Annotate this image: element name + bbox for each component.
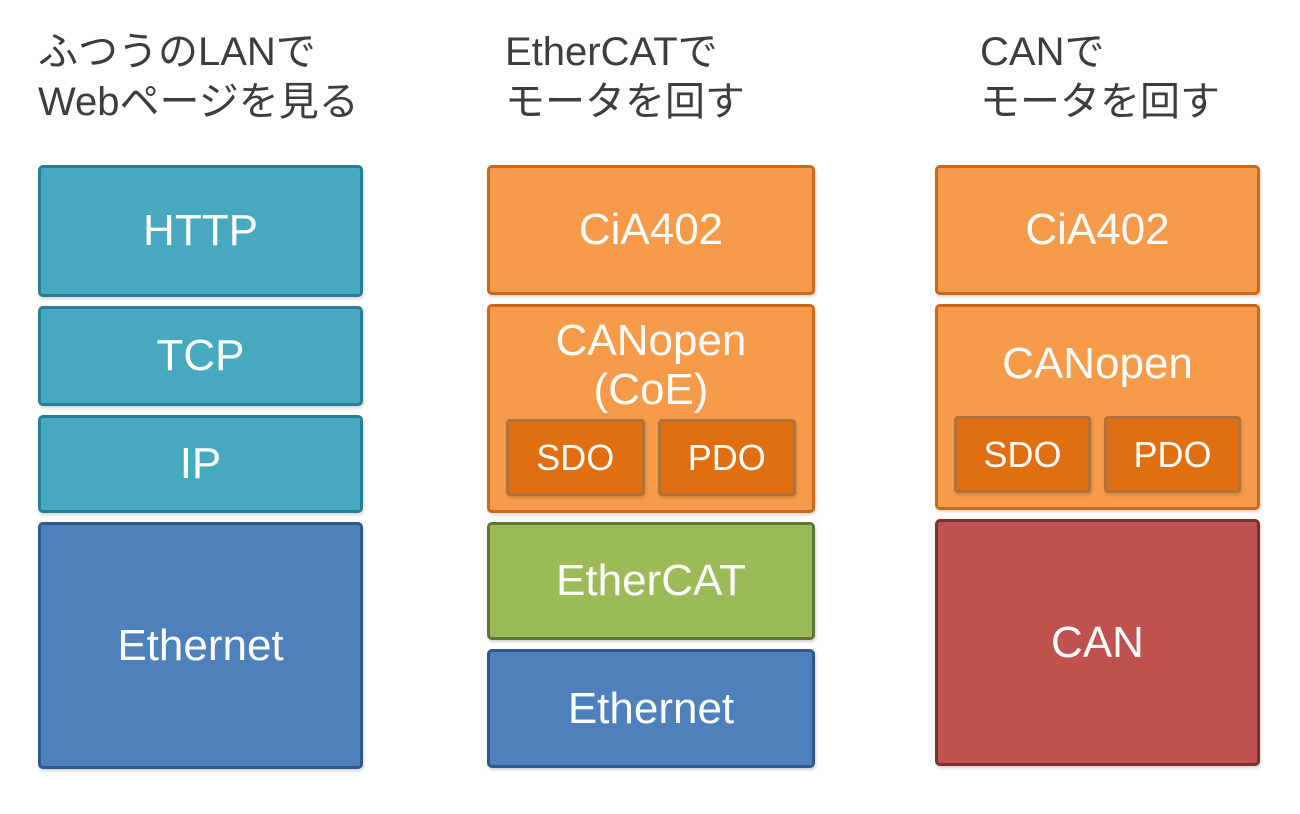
box-sdo-ethercat: SDO: [506, 419, 645, 496]
column-lan-title: ふつうのLANで Webページを見る: [38, 28, 363, 165]
box-http: HTTP: [38, 165, 363, 297]
box-pdo-can: PDO: [1104, 416, 1241, 493]
box-ethernet-ethercat: Ethernet: [487, 649, 815, 768]
box-cia402-ethercat: CiA402: [487, 165, 815, 295]
box-canopen-coe: CANopen (CoE) SDO PDO: [487, 304, 815, 513]
canopen-coe-title-line2: (CoE): [593, 365, 709, 414]
canopen-coe-title: CANopen (CoE): [556, 311, 747, 419]
stack-can: CiA402 CANopen SDO PDO CAN: [935, 165, 1260, 766]
canopen-can-subboxes: SDO PDO: [954, 416, 1241, 493]
box-cia402-can: CiA402: [935, 165, 1260, 295]
box-ethernet-lan: Ethernet: [38, 522, 363, 769]
canopen-coe-subboxes: SDO PDO: [506, 419, 796, 496]
box-ethercat: EtherCAT: [487, 522, 815, 640]
column-ethercat: EtherCATで モータを回す CiA402 CANopen (CoE) SD…: [487, 28, 815, 768]
stack-lan: HTTP TCP IP Ethernet: [38, 165, 363, 769]
box-sdo-can: SDO: [954, 416, 1091, 493]
box-can: CAN: [935, 519, 1260, 766]
column-can: CANで モータを回す CiA402 CANopen SDO PDO CAN: [935, 28, 1260, 766]
box-pdo-ethercat: PDO: [657, 419, 796, 496]
column-can-title-line1: CANで: [980, 30, 1105, 74]
column-can-title-line2: モータを回す: [980, 79, 1220, 124]
stack-ethercat: CiA402 CANopen (CoE) SDO PDO EtherCAT Et…: [487, 165, 815, 768]
column-lan: ふつうのLANで Webページを見る HTTP TCP IP Ethernet: [38, 28, 363, 769]
column-ethercat-title-line2: モータを回す: [505, 79, 745, 124]
column-lan-title-line1: ふつうのLANで: [38, 30, 316, 74]
canopen-can-title: CANopen: [1002, 311, 1193, 416]
canopen-can-title-line1: CANopen: [1002, 338, 1193, 388]
box-canopen-can: CANopen SDO PDO: [935, 304, 1260, 510]
box-tcp: TCP: [38, 306, 363, 406]
column-lan-title-line2: Webページを見る: [38, 79, 359, 124]
box-ip: IP: [38, 415, 363, 513]
column-can-title: CANで モータを回す: [935, 28, 1260, 165]
column-ethercat-title-line1: EtherCATで: [505, 30, 718, 74]
column-ethercat-title: EtherCATで モータを回す: [487, 28, 815, 165]
canopen-coe-title-line1: CANopen: [555, 315, 747, 365]
